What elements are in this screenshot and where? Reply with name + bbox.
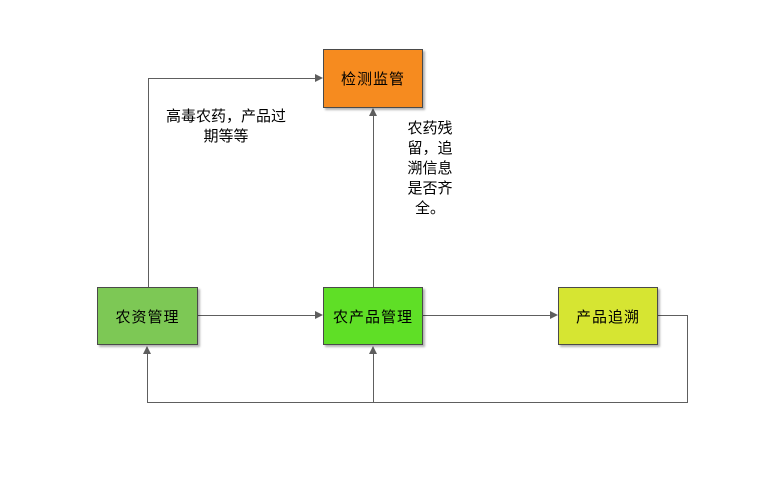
node-product-traceability-label: 产品追溯 (575, 307, 640, 326)
edge-materials-to-products (198, 315, 315, 316)
edge-arrowhead-into-detection-bottom (369, 108, 377, 116)
edge-arrowhead-into-detection-left (315, 74, 323, 82)
node-product-traceability: 产品追溯 (558, 287, 658, 345)
node-agri-materials-mgmt: 农资管理 (97, 287, 198, 345)
edge-products-to-detection-vertical (373, 115, 374, 287)
edge-products-to-trace (423, 315, 550, 316)
node-agri-products-mgmt-label: 农产品管理 (332, 307, 413, 326)
node-agri-products-mgmt: 农产品管理 (323, 287, 423, 345)
edge-feedback-to-products-vertical (373, 353, 374, 403)
annotation-middle-note: 农药残 留，追 溯信息 是否齐 全。 (407, 119, 453, 217)
edge-arrowhead-into-trace-left (550, 311, 558, 319)
node-detection-supervision: 检测监管 (323, 49, 423, 108)
edge-arrowhead-into-materials-bottom (143, 346, 151, 354)
edge-materials-to-detection-vertical (148, 78, 149, 287)
edge-materials-to-detection-horizontal (148, 78, 315, 79)
edge-arrowhead-into-products-left (315, 311, 323, 319)
annotation-left-note: 高毒农药，产品过 期等等 (165, 107, 286, 145)
node-agri-materials-mgmt-label: 农资管理 (115, 307, 180, 326)
edge-feedback-right-vertical (687, 315, 688, 403)
node-detection-supervision-label: 检测监管 (340, 70, 405, 88)
edge-trace-exit-horizontal (658, 315, 687, 316)
edge-feedback-bottom-horizontal (147, 402, 688, 403)
edge-feedback-to-materials-vertical (147, 353, 148, 403)
edge-arrowhead-into-products-bottom (369, 346, 377, 354)
